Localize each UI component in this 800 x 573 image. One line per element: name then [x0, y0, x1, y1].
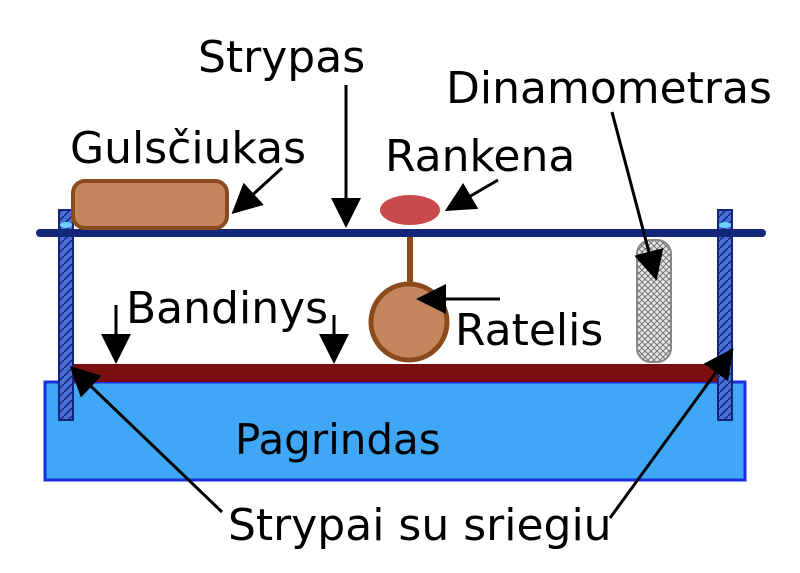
- arrow-gulsciukas: [231, 166, 284, 215]
- wheel: [368, 281, 450, 363]
- label-rankena: Rankena: [385, 131, 575, 182]
- arrow-strypai-left: [69, 365, 224, 514]
- dynamometer: [636, 239, 672, 363]
- label-bandinys: Bandinys: [126, 283, 328, 334]
- arrow-rankena: [444, 178, 499, 212]
- threaded-rod-right: [717, 209, 733, 421]
- arrow-dinamometras: [610, 111, 664, 281]
- sample-strip: [70, 364, 720, 382]
- label-strypas: Strypas: [198, 32, 365, 83]
- base-block: [43, 380, 747, 482]
- arrows: [69, 85, 734, 519]
- threaded-rod-left: [58, 209, 74, 421]
- label-strypai: Strypai su sriegiu: [228, 500, 612, 551]
- label-gulsciukas: Gulsčiukas: [70, 123, 306, 174]
- handle-knob: [380, 195, 440, 225]
- label-pagrindas: Pagrindas: [235, 415, 441, 464]
- arrow-strypai-right: [608, 348, 734, 519]
- spirit-level: [71, 179, 229, 230]
- rod-cap-left: [60, 222, 72, 228]
- label-ratelis: Ratelis: [455, 305, 603, 356]
- label-dinamometras: Dinamometras: [446, 63, 772, 114]
- rod-cap-right: [719, 222, 731, 228]
